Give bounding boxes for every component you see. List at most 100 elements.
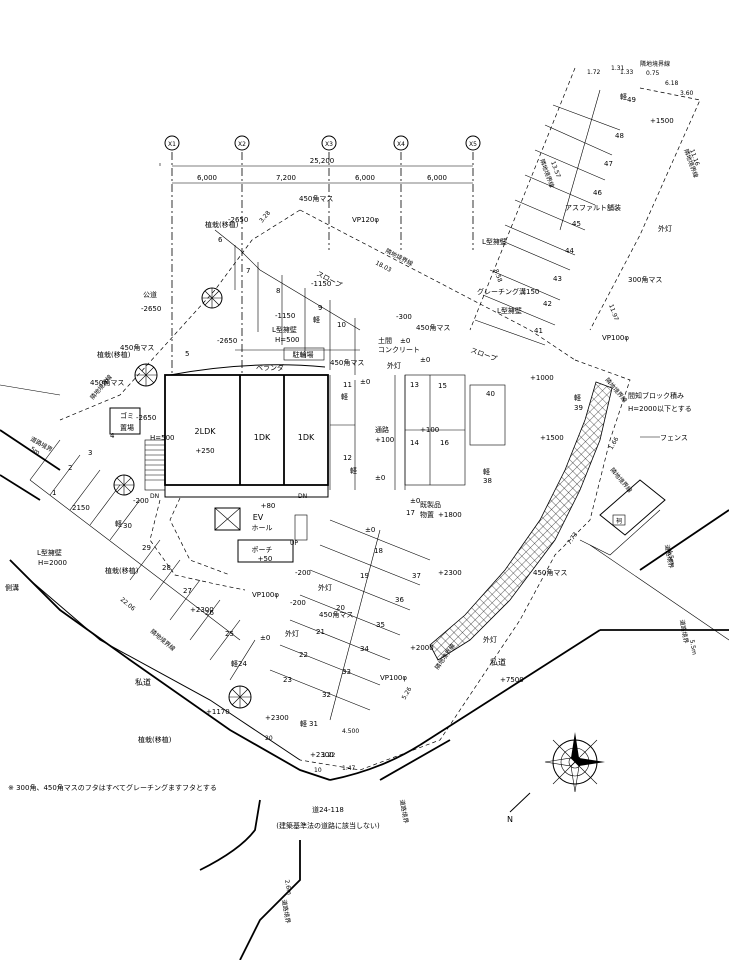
stall-19: 19: [360, 572, 369, 580]
site-boundary: [9, 67, 701, 781]
svg-text:植栽(移植): 植栽(移植): [105, 566, 139, 575]
svg-text:+7500: +7500: [500, 676, 524, 684]
svg-text:L型擁壁: L型擁壁: [482, 237, 507, 246]
stall-1: 1: [52, 489, 56, 497]
svg-text:X1: X1: [168, 141, 176, 148]
fence-label: フェンス: [660, 434, 688, 442]
svg-text:道路境界: 道路境界: [398, 799, 410, 824]
north-arrow-icon: N: [507, 732, 605, 824]
stall-21: 21: [316, 628, 325, 636]
stair-dn-2: DN: [298, 493, 307, 500]
veranda-label: ベランダ: [256, 363, 284, 372]
svg-text:-2650: -2650: [217, 337, 237, 345]
road-number-label: 道24-118: [312, 805, 344, 814]
svg-text:側溝: 側溝: [5, 583, 19, 592]
svg-text:+1000: +1000: [530, 374, 554, 382]
shrine-area: 祠 フェンス: [579, 434, 688, 556]
stall-14: 14: [410, 439, 419, 447]
axis-bubble-x2: X2: [234, 135, 250, 151]
stall-12: 12: [343, 454, 352, 462]
span-3: 6,000: [355, 174, 375, 182]
unit-1dk-b: 1DK: [298, 433, 315, 442]
svg-text:1.31: 1.31: [611, 65, 625, 72]
stall-48: 48: [615, 132, 624, 140]
svg-text:450角マス: 450角マス: [120, 343, 154, 352]
stall-5: 5: [185, 350, 189, 358]
svg-text:-2650: -2650: [141, 305, 161, 313]
garbage-label-2: 置場: [120, 423, 134, 432]
svg-text:H=2000: H=2000: [38, 559, 67, 567]
svg-text:X3: X3: [325, 141, 333, 148]
svg-text:-200: -200: [295, 569, 311, 577]
stall-35: 35: [376, 621, 385, 629]
stall-49: 49: [627, 96, 636, 104]
span-2: 7,200: [276, 174, 296, 182]
stall-16: 16: [440, 439, 449, 447]
stall-44: 44: [565, 247, 574, 255]
svg-text:2150: 2150: [72, 504, 90, 512]
unit-level: +250: [195, 447, 214, 455]
road-status-note: (建築基準法の道路に該当しない): [276, 821, 380, 830]
svg-text:外灯: 外灯: [318, 583, 332, 592]
svg-text:+100: +100: [375, 436, 394, 444]
stall-27: 27: [183, 587, 192, 595]
dirt-floor-label: 土間: [378, 336, 392, 345]
public-road-label: 公道: [143, 290, 157, 299]
svg-text:+2300: +2300: [190, 606, 214, 614]
svg-text:±0: ±0: [260, 634, 270, 642]
stall-23: 23: [283, 676, 292, 684]
svg-text:X2: X2: [238, 141, 246, 148]
svg-text:±0: ±0: [400, 337, 410, 345]
svg-text:20: 20: [265, 735, 273, 742]
stall-numbers: 1 2 3 4 5 6 7 8 9 10 11 12 13 14 15 16 1…: [52, 96, 636, 728]
stall-6: 6: [218, 236, 223, 244]
stall-40: 40: [486, 390, 495, 398]
svg-text:L型擁壁: L型擁壁: [497, 306, 522, 315]
svg-text:道路境界: 道路境界: [280, 899, 292, 924]
grating-note: ※ 300角、450角マスのフタはすべてグレーチングますフタとする: [8, 783, 217, 792]
axis-bubble-x4: X4: [393, 135, 409, 151]
footer-notes: ※ 300角、450角マスのフタはすべてグレーチングますフタとする 道24-11…: [8, 783, 380, 830]
grating-label: グレーチング溝150: [477, 287, 539, 296]
svg-text:隣地境界線: 隣地境界線: [640, 60, 670, 68]
svg-text:植栽(移植): 植栽(移植): [138, 735, 172, 744]
svg-text:VP100φ: VP100φ: [252, 591, 279, 599]
span-1: 6,000: [197, 174, 217, 182]
stall-4: 4: [110, 432, 115, 440]
svg-text:軽: 軽: [313, 315, 320, 324]
svg-text:±0: ±0: [420, 356, 430, 364]
overall-dimension: 25,200: [310, 157, 335, 165]
stall-46: 46: [593, 189, 602, 197]
stall-3: 3: [88, 449, 92, 457]
svg-text:-1150: -1150: [275, 312, 295, 320]
svg-text:5.26: 5.26: [401, 686, 414, 701]
span-4: 6,000: [427, 174, 447, 182]
svg-text:+2300: +2300: [438, 569, 462, 577]
svg-text:-2650: -2650: [228, 216, 248, 224]
parking-area: 1 2 3 4 5 6 7 8 9 10 11 12 13 14 15 16 1…: [29, 89, 636, 728]
svg-text:8.58: 8.58: [492, 268, 503, 283]
svg-text:軽: 軽: [115, 519, 122, 528]
svg-text:+1500: +1500: [650, 117, 674, 125]
stall-15: 15: [438, 382, 447, 390]
svg-text:間知ブロック積み: 間知ブロック積み: [628, 391, 684, 400]
concrete-label: コンクリート: [378, 346, 420, 354]
stall-22: 22: [299, 651, 308, 659]
grid-axes: X1 X2 X3 X4 X5 25,200 6,000 7,200 6,000 …: [159, 135, 481, 375]
svg-text:1.33: 1.33: [620, 69, 634, 76]
unit-2ldk: 2LDK: [195, 427, 217, 436]
stall-8: 8: [276, 287, 280, 295]
svg-text:±0: ±0: [375, 474, 385, 482]
svg-text:軽: 軽: [300, 719, 307, 728]
svg-text:450角マス: 450角マス: [90, 378, 124, 387]
svg-text:1.22: 1.22: [322, 752, 336, 759]
bicycle-label: 駐輪場: [293, 350, 314, 359]
svg-text:-200: -200: [133, 497, 149, 505]
svg-text:軽: 軽: [350, 466, 357, 475]
svg-text:外灯: 外灯: [658, 224, 672, 233]
garbage-label-1: ゴミ: [120, 411, 134, 420]
stall-42: 42: [543, 300, 552, 308]
svg-text:+100: +100: [420, 426, 439, 434]
svg-text:±0: ±0: [410, 497, 420, 505]
svg-text:11.97: 11.97: [607, 303, 620, 322]
